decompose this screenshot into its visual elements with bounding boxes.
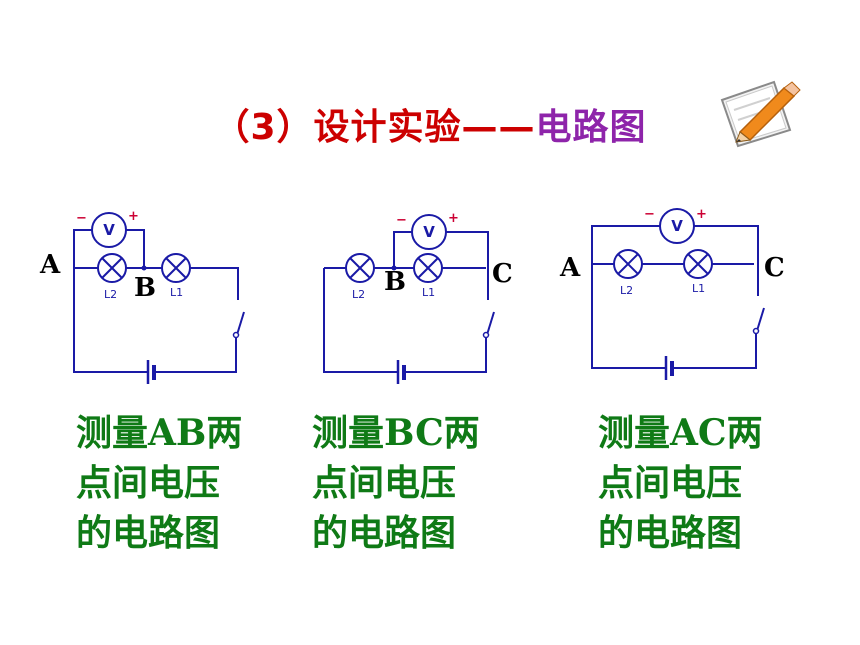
battery-symbol <box>146 360 156 384</box>
minus-sign: − <box>396 213 407 228</box>
voltmeter: V <box>411 214 447 250</box>
voltmeter: V <box>659 208 695 244</box>
title-dash: —— <box>461 107 536 148</box>
caption-ac: 测量AC两 点间电压 的电路图 <box>598 408 828 558</box>
circuit-ab-wires <box>73 229 239 373</box>
lamp-l1-label: L1 <box>692 282 705 295</box>
lamp-l1-label: L1 <box>422 286 435 299</box>
caption-line: 测量BC两 <box>312 412 480 454</box>
minus-sign: − <box>76 211 87 226</box>
junction-b-dot <box>141 265 147 271</box>
lamp-l1 <box>683 249 713 279</box>
lamp-l1 <box>413 253 443 283</box>
slide-title: （3）设计实验——电路图 <box>0 98 860 150</box>
minus-sign: − <box>644 207 655 222</box>
lamp-l2 <box>613 249 643 279</box>
battery-symbol <box>664 356 674 380</box>
plus-sign: + <box>696 207 707 222</box>
lamp-l2-label: L2 <box>352 288 365 301</box>
switch-symbol <box>232 311 245 339</box>
circuit-bc-wires <box>323 231 489 373</box>
point-a-label: A <box>559 253 581 283</box>
junction-b-dot <box>391 265 397 271</box>
plus-sign: + <box>128 209 139 224</box>
caption-line: 点间电压 <box>598 462 743 504</box>
point-b-label: B <box>134 273 156 303</box>
voltmeter: V <box>91 212 127 248</box>
circuit-ac-wires <box>591 225 759 369</box>
voltmeter-label: V <box>103 221 115 239</box>
switch-symbol <box>752 307 765 335</box>
caption-line: 的电路图 <box>76 512 221 554</box>
caption-line: 测量AC两 <box>598 412 763 454</box>
point-c-label: C <box>492 259 513 289</box>
circuit-ac: V − + L2 L1 A C <box>559 207 785 380</box>
caption-line: 测量AB两 <box>76 412 243 454</box>
point-c-label: C <box>764 253 785 283</box>
caption-line: 的电路图 <box>312 512 457 554</box>
lamp-l2-label: L2 <box>104 288 117 301</box>
point-b-label: B <box>384 267 406 297</box>
circuit-bc: V − + L2 L1 B C <box>323 211 513 384</box>
circuit-ab: V − + L2 L1 A B <box>39 209 245 384</box>
lamp-l1-label: L1 <box>170 286 183 299</box>
caption-line: 的电路图 <box>598 512 743 554</box>
lamp-l2 <box>345 253 375 283</box>
caption-line: 点间电压 <box>312 462 457 504</box>
lamp-l2-label: L2 <box>620 284 633 297</box>
battery-symbol <box>396 360 406 384</box>
pencil-paper-icon <box>720 80 801 148</box>
switch-symbol <box>482 311 495 339</box>
caption-ab: 测量AB两 点间电压 的电路图 <box>76 408 306 558</box>
plus-sign: + <box>448 211 459 226</box>
caption-line: 点间电压 <box>76 462 221 504</box>
title-prefix: （3）设计实验 <box>213 107 462 148</box>
lamp-l1 <box>161 253 191 283</box>
voltmeter-label: V <box>423 223 435 241</box>
title-suffix: 电路图 <box>535 107 647 148</box>
point-a-label: A <box>39 250 61 280</box>
caption-bc: 测量BC两 点间电压 的电路图 <box>312 408 542 558</box>
lamp-l2 <box>97 253 127 283</box>
voltmeter-label: V <box>671 217 683 235</box>
